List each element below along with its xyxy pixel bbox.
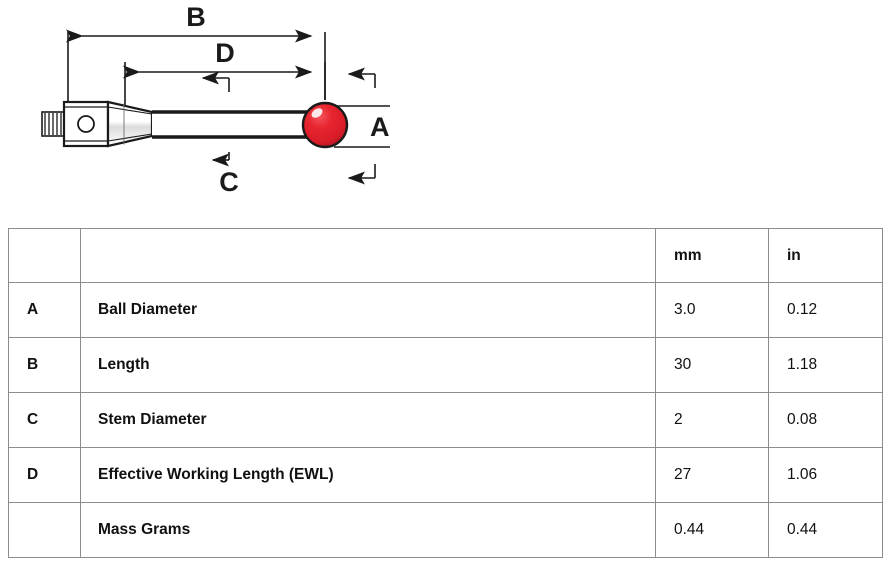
stylus-diagram: B D C A	[0, 0, 895, 215]
row-in: 1.18	[768, 337, 883, 393]
row-mm: 27	[655, 447, 769, 503]
row-desc: Ball Diameter	[80, 282, 656, 338]
row-in: 0.12	[768, 282, 883, 338]
dimension-a-label: A	[370, 112, 390, 142]
dimension-b: B	[66, 2, 326, 108]
row-key: C	[8, 392, 81, 448]
threaded-screw-base	[41, 111, 65, 137]
dimension-c-label: C	[219, 167, 239, 197]
hex-body-with-hole	[62, 100, 110, 148]
row-in: 0.44	[768, 502, 883, 558]
ball-specular-highlight	[311, 108, 323, 118]
cylindrical-stem	[152, 110, 318, 139]
stylus-spec-table: mm in A Ball Diameter 3.0 0.12 B Length …	[8, 228, 883, 558]
row-mm: 2	[655, 392, 769, 448]
dimension-c: C	[201, 71, 239, 197]
row-in: 0.08	[768, 392, 883, 448]
table-row: B Length 30 1.18	[8, 337, 883, 393]
body-through-hole	[77, 115, 95, 133]
row-key	[8, 502, 81, 558]
table-row: A Ball Diameter 3.0 0.12	[8, 282, 883, 338]
stylus-diagram-svg: B D C A	[41, 2, 390, 197]
row-key: D	[8, 447, 81, 503]
dimension-d: D	[123, 38, 326, 112]
row-desc: Length	[80, 337, 656, 393]
table-header-row: mm in	[8, 228, 883, 283]
row-mm: 3.0	[655, 282, 769, 338]
table-row: C Stem Diameter 2 0.08	[8, 392, 883, 448]
table-row: D Effective Working Length (EWL) 27 1.06	[8, 447, 883, 503]
row-in: 1.06	[768, 447, 883, 503]
dimension-a: A	[334, 67, 390, 185]
row-key: B	[8, 337, 81, 393]
header-desc-cell	[80, 228, 656, 283]
row-mm: 0.44	[655, 502, 769, 558]
tapered-cone	[106, 100, 154, 148]
header-in-cell: in	[768, 228, 883, 283]
dimension-b-label: B	[186, 2, 206, 32]
spec-table-container: mm in A Ball Diameter 3.0 0.12 B Length …	[8, 228, 883, 558]
dimension-d-label: D	[215, 38, 235, 68]
header-mm-cell: mm	[655, 228, 769, 283]
row-desc: Effective Working Length (EWL)	[80, 447, 656, 503]
row-desc: Stem Diameter	[80, 392, 656, 448]
row-desc: Mass Grams	[80, 502, 656, 558]
row-mm: 30	[655, 337, 769, 393]
header-key-cell	[8, 228, 81, 283]
table-row: Mass Grams 0.44 0.44	[8, 502, 883, 558]
ruby-ball-tip	[301, 101, 349, 149]
row-key: A	[8, 282, 81, 338]
